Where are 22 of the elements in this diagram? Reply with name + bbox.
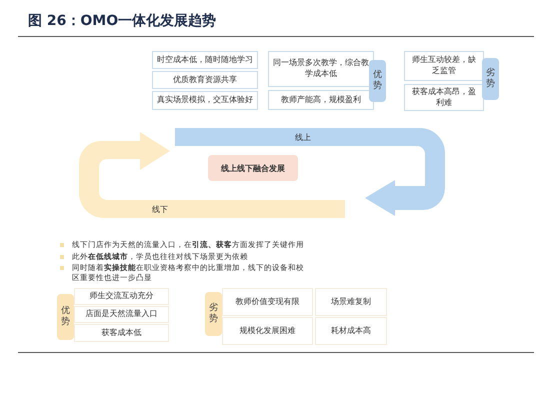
tag-label: 劣势 [205,292,222,336]
text-box: 获客成本高昂，盈利难 [404,84,484,111]
text-box: 师生互动较差，缺乏监管 [404,51,484,81]
text-box: 时空成本低，随时随地学习 [152,51,258,69]
text-box: 耗材成本高 [315,317,387,345]
arrow-label: 线上 [295,132,311,143]
text-box: 教师产能高，规模盈利 [268,90,374,110]
text-box: 同一场景多次教学，综合教学成本低 [268,51,374,87]
tag-label: 优势 [369,60,386,102]
text-box: 教师价值变现有限 [222,288,313,316]
text-box: 师生交流互动充分 [74,288,169,305]
center-box: 线上线下融合发展 [208,155,298,181]
text-box: 规模化发展困难 [222,317,313,345]
text-box: 获客成本低 [74,324,169,342]
tag-label: 劣势 [482,58,499,100]
text-box: 场景难复制 [315,288,387,316]
text-box: 店面是天然流量入口 [74,306,169,323]
text-box: 真实场景模拟，交互体验好 [152,91,258,110]
arrow-label: 线下 [152,204,168,215]
tag-label: 优势 [57,294,74,340]
text-box: 优质教育资源共享 [152,71,258,89]
figure-title: 图 26：OMO一体化发展趋势 [28,12,216,30]
